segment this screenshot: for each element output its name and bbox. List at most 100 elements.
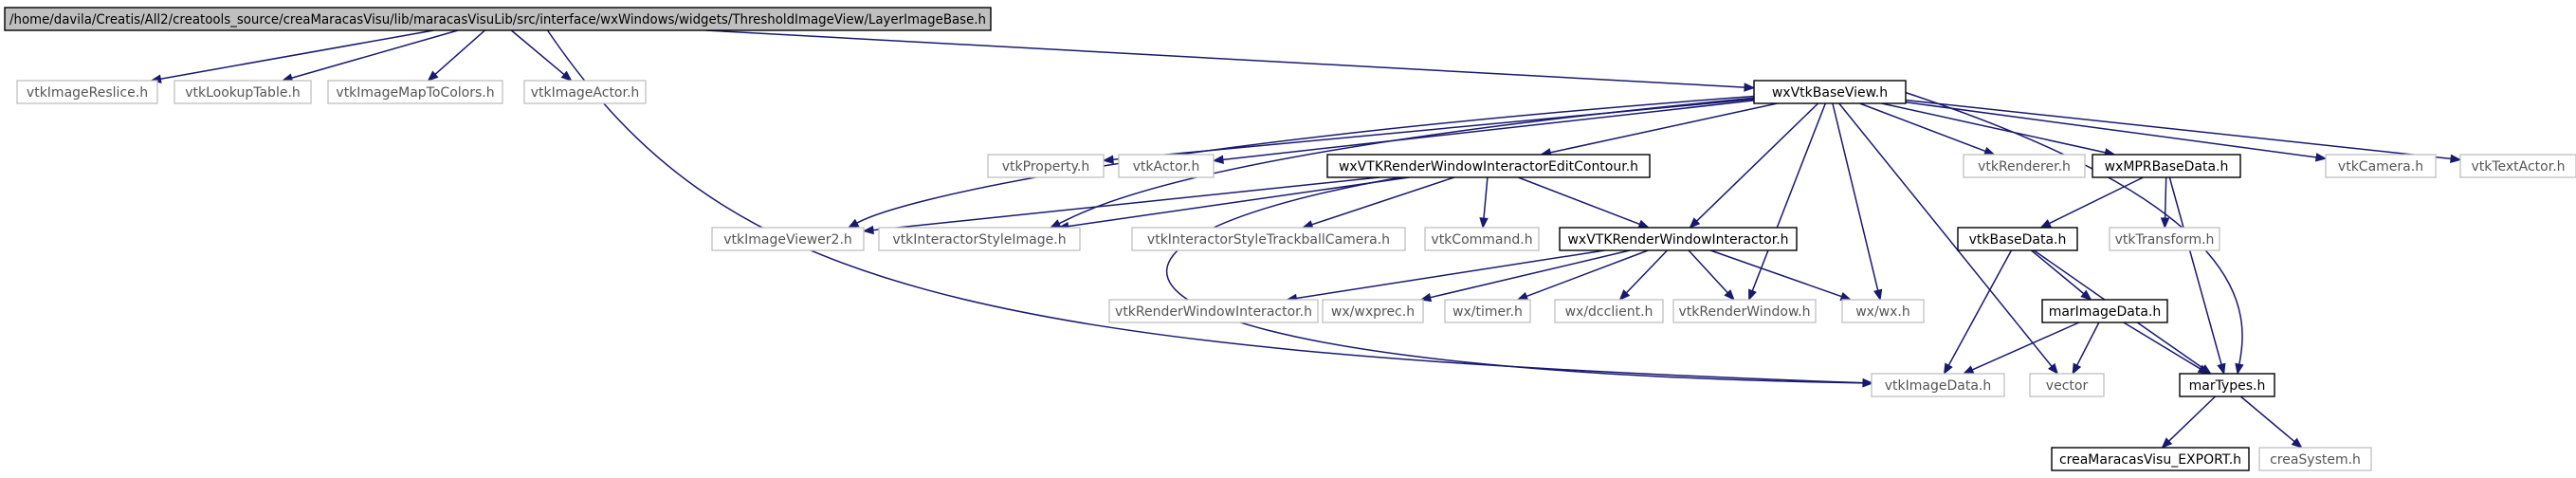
- arrowhead-icon: [1862, 378, 1874, 388]
- edge-line: [1517, 176, 1640, 226]
- arrowhead-icon: [2314, 153, 2328, 162]
- node-vtkRenderWindowInteractor: vtkRenderWindowInteractor.h: [1108, 299, 1319, 323]
- node-wxVtkBaseView[interactable]: wxVtkBaseView.h: [1753, 80, 1907, 104]
- node-label: marImageData.h: [2049, 304, 2162, 320]
- edge-marTypes-to-export: [2161, 395, 2217, 449]
- arrowhead-icon: [1962, 365, 1975, 375]
- node-editContour[interactable]: wxVTKRenderWindowInteractorEditContour.h: [1326, 154, 1651, 178]
- edge-line: [1430, 249, 1631, 299]
- edge-vtkBaseData-to-vtkImageData: [1943, 249, 2013, 376]
- arrowhead-icon: [2039, 219, 2052, 229]
- edge-line: [291, 29, 459, 79]
- node-label: creaMaracasVisu_EXPORT.h: [2059, 452, 2241, 468]
- node-label: vtkImageReslice.h: [27, 85, 148, 101]
- node-marTypes[interactable]: marTypes.h: [2179, 373, 2275, 397]
- node-vtkBaseData[interactable]: vtkBaseData.h: [1957, 227, 2078, 251]
- edge-line: [1832, 102, 1879, 291]
- node-vtkImageViewer2: vtkImageViewer2.h: [711, 227, 865, 251]
- node-label: wxMPRBaseData.h: [2105, 159, 2229, 175]
- edge-wxVTKRWI-to-timer: [1516, 249, 1649, 301]
- node-box: [878, 227, 1081, 251]
- node-box: [2092, 154, 2241, 178]
- edge-wxVtkBaseView-to-vector: [1838, 102, 2059, 376]
- edge-editContour-to-vtkImageViewer2: [862, 176, 1379, 235]
- arrowhead-icon: [2197, 364, 2210, 375]
- edge-wxMPRBaseData-to-vtkTransform: [2160, 176, 2170, 230]
- node-layer: /home/davila/Creatis/All2/creatools_sour…: [4, 7, 2576, 471]
- edge-line: [1166, 176, 1864, 384]
- node-label: vtkInteractorStyleTrackballCamera.h: [1147, 232, 1390, 248]
- edge-wxVtkBaseView-to-vtkCamera: [1905, 101, 2328, 162]
- edge-editContour-to-vtkImageData: [1166, 176, 1874, 388]
- edge-wxVTKRWI-to-vtkRenderWindow: [1688, 249, 1735, 301]
- node-label: vtkTransform.h: [2115, 232, 2215, 248]
- node-box: [327, 80, 503, 104]
- node-marImageData[interactable]: marImageData.h: [2041, 299, 2168, 323]
- edge-line: [872, 176, 1379, 231]
- arrowhead-icon: [2217, 362, 2226, 376]
- edge-line: [1905, 91, 2243, 365]
- node-box: [1424, 227, 1540, 251]
- edge-editContour-to-vtkCommand: [1479, 176, 1489, 230]
- edge-wxVTKRWI-to-wx: [1709, 249, 1853, 301]
- arrowhead-icon: [1982, 146, 1996, 156]
- node-box: [1841, 299, 1925, 323]
- node-box: [523, 80, 647, 104]
- arrowhead-icon: [1637, 219, 1651, 229]
- edge-line: [510, 29, 565, 76]
- node-root[interactable]: /home/davila/Creatis/All2/creatools_sour…: [4, 7, 992, 31]
- node-label: vector: [2046, 378, 2089, 394]
- arrowhead-icon: [1839, 292, 1853, 301]
- node-export[interactable]: creaMaracasVisu_EXPORT.h: [2051, 447, 2250, 471]
- node-box: [1554, 299, 1664, 323]
- arrowhead-icon: [2048, 362, 2059, 376]
- edge-editContour-to-vtkInteractorStyleTrackballCamera: [1301, 176, 1455, 230]
- node-wxVTKRWI[interactable]: wxVTKRenderWindowInteractor.h: [1559, 227, 1798, 251]
- edge-line: [1068, 176, 1410, 228]
- edge-root-to-vtkImageActor: [510, 29, 573, 82]
- node-label: vtkProperty.h: [1002, 159, 1089, 175]
- node-box: [1871, 373, 2005, 397]
- node-vtkActor: vtkActor.h: [1118, 154, 1215, 178]
- node-label: vtkImageData.h: [1885, 378, 1991, 394]
- edge-wxVtkBaseView-to-vtkActor: [1212, 100, 1755, 164]
- node-vtkTransform: vtkTransform.h: [2109, 227, 2220, 251]
- node-wxMPRBaseData[interactable]: wxMPRBaseData.h: [2092, 154, 2241, 178]
- node-vtkProperty: vtkProperty.h: [987, 154, 1105, 178]
- edge-line: [2123, 322, 2201, 370]
- node-vector: vector: [2029, 373, 2105, 397]
- edge-line: [1483, 176, 1489, 219]
- edge-line: [1311, 176, 1455, 226]
- arrowhead-icon: [427, 70, 439, 82]
- node-box: [2459, 154, 2576, 178]
- node-box: [1326, 154, 1651, 178]
- edge-line: [1859, 102, 1986, 153]
- edge-line: [704, 29, 1745, 88]
- edge-wxVtkBaseView-to-vtkProperty: [1102, 98, 1755, 164]
- node-box: [2051, 447, 2250, 471]
- node-vtkCamera: vtkCamera.h: [2325, 154, 2437, 178]
- node-label: /home/davila/Creatis/All2/creatools_sour…: [9, 12, 986, 28]
- edge-line: [2049, 176, 2144, 225]
- edge-marImageData-to-vector: [2072, 322, 2100, 376]
- edge-root-to-vtkImageReslice: [150, 29, 434, 83]
- node-label: vtkLookupTable.h: [185, 85, 301, 101]
- edge-wxVtkBaseView-to-wx: [1832, 102, 1883, 302]
- edge-marImageData-to-vtkImageData: [1962, 322, 2080, 375]
- node-box: [1672, 299, 1817, 323]
- edge-marTypes-to-creaSystem: [2239, 395, 2303, 449]
- node-box: [2258, 447, 2372, 471]
- node-label: vtkTextActor.h: [2471, 159, 2565, 175]
- node-box: [1963, 154, 2086, 178]
- node-label: creaSystem.h: [2270, 452, 2361, 468]
- node-box: [1118, 154, 1215, 178]
- node-vtkTextActor: vtkTextActor.h: [2459, 154, 2576, 178]
- node-box: [2109, 227, 2220, 251]
- arrowhead-icon: [560, 70, 573, 82]
- edge-root-to-vtkLookupTable: [281, 29, 459, 83]
- edge-wxMPRBaseData-to-marTypes: [2168, 176, 2226, 376]
- edge-line: [2031, 249, 2085, 295]
- node-label: vtkRenderer.h: [1978, 159, 2071, 175]
- node-vtkImageActor: vtkImageActor.h: [523, 80, 647, 104]
- edge-line: [1838, 102, 2053, 367]
